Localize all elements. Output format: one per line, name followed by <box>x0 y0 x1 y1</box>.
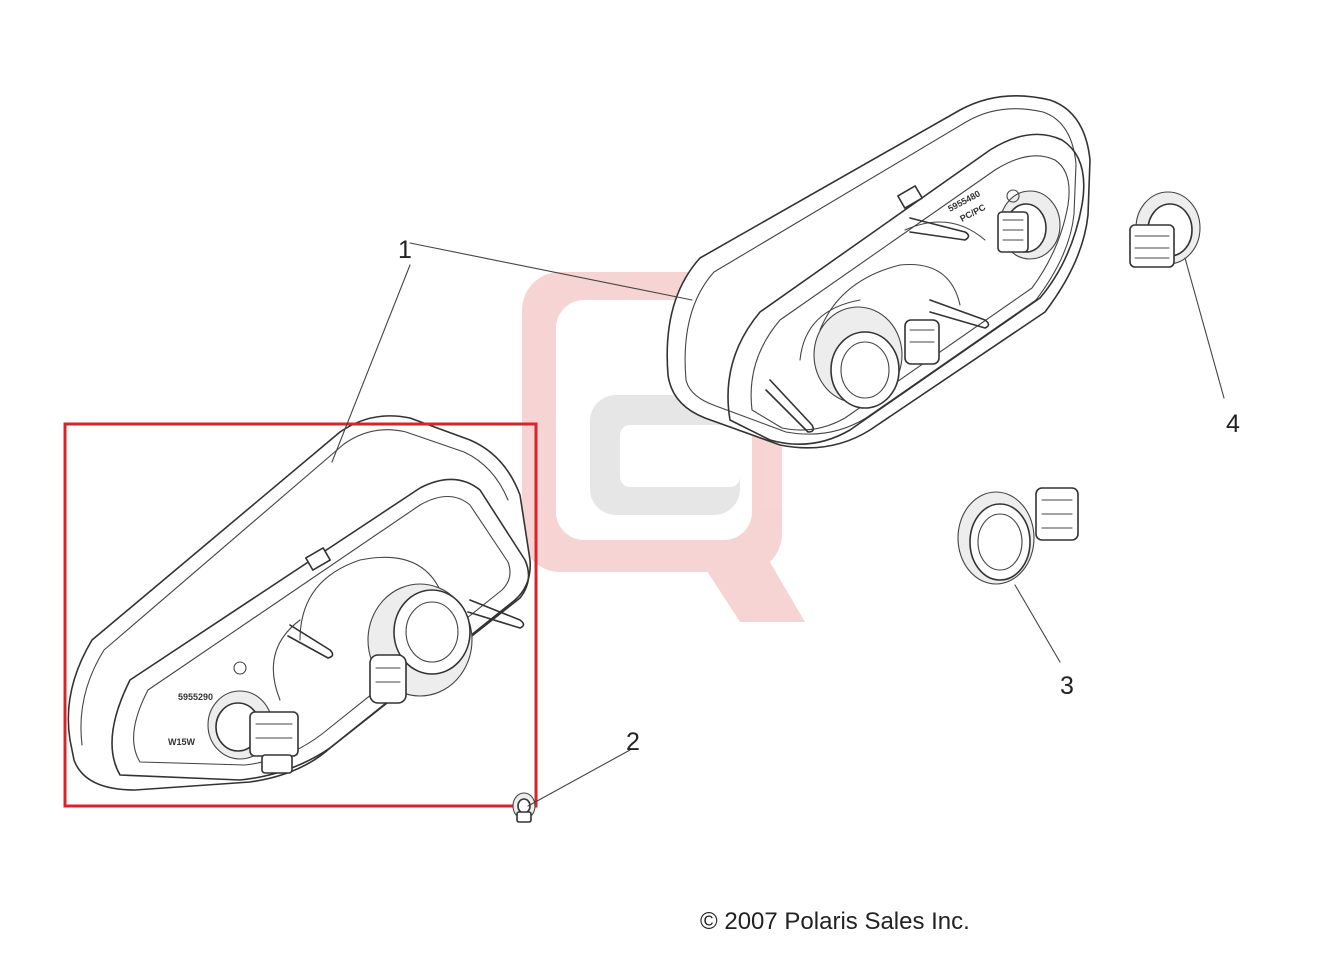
socket-left-lower <box>207 690 299 774</box>
left-lamp-bulb-marking: W15W <box>168 737 196 747</box>
tail-lamp-left: 5955290 W15W <box>67 415 532 791</box>
callout-2: 2 <box>626 728 640 756</box>
highlight-box <box>63 422 538 808</box>
socket-left-upper <box>367 583 473 704</box>
socket-right-upper <box>997 190 1061 260</box>
left-lamp-part-number: 5955290 <box>178 692 213 702</box>
callout-4: 4 <box>1226 410 1240 438</box>
socket-right-lower <box>813 306 940 409</box>
part-4-connector <box>1129 191 1201 268</box>
callout-3: 3 <box>1060 672 1074 700</box>
leader-lines <box>331 242 1225 807</box>
part-2-nut <box>512 792 536 823</box>
copyright-notice: © 2007 Polaris Sales Inc. <box>700 908 970 935</box>
tail-lamp-right: 5955480 PC/PC <box>666 95 1091 449</box>
callout-1: 1 <box>398 236 412 264</box>
part-3-socket <box>957 487 1079 585</box>
